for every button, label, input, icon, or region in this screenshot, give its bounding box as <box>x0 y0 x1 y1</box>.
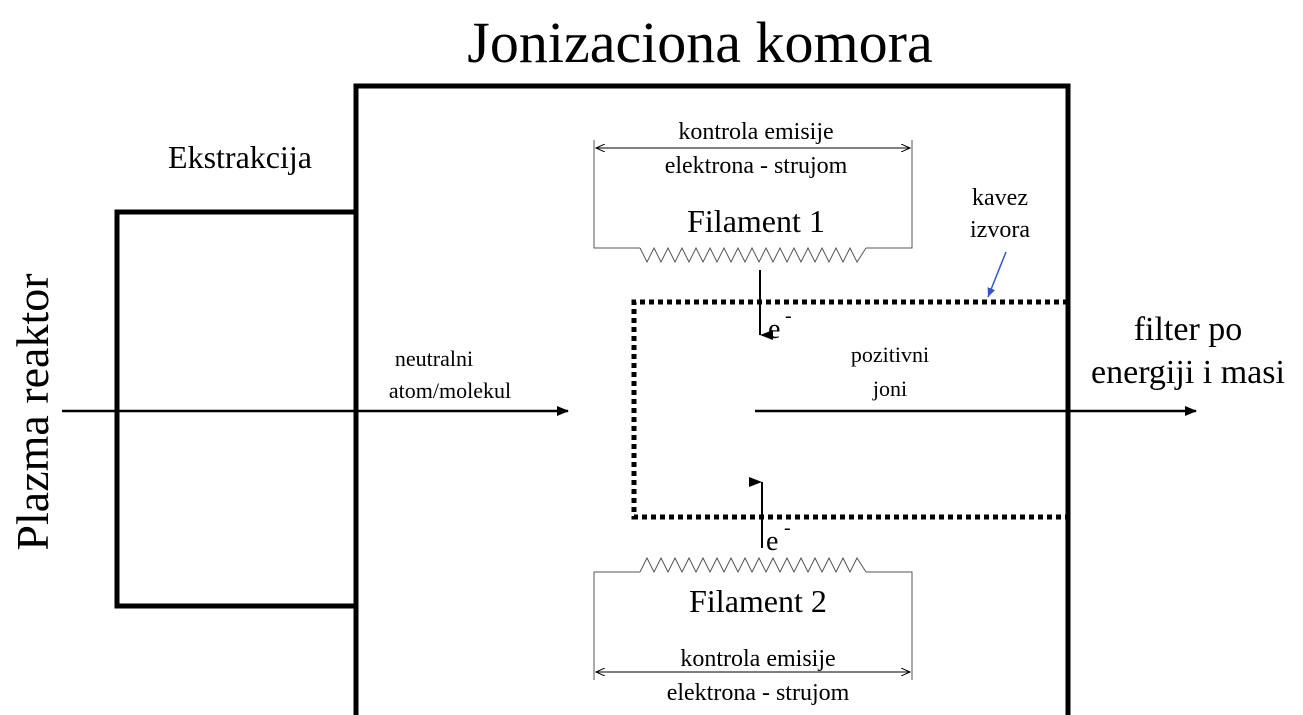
filament2-control-line1: kontrola emisije <box>680 646 835 672</box>
filament1-control-line2: elektrona - strujom <box>665 153 848 179</box>
ions-label-line2: joni <box>872 376 907 401</box>
filament1-coil <box>639 246 867 264</box>
electron-symbol-bottom: e <box>766 526 778 557</box>
plasma-reactor-label: Plazma reaktor <box>7 273 58 550</box>
output-label-line1: filter po <box>1134 311 1243 348</box>
filament2-control-line2: elektrona - strujom <box>667 680 850 706</box>
filament1-control-line1: kontrola emisije <box>678 119 833 145</box>
ions-label-line1: pozitivni <box>851 342 929 367</box>
source-cage <box>631 299 1068 520</box>
diagram-title: Jonizaciona komora <box>467 10 932 75</box>
electron-sign-top: - <box>785 305 792 327</box>
filament1-bracket <box>593 140 913 249</box>
chamber-box <box>353 83 1071 715</box>
extraction-label: Ekstrakcija <box>168 139 312 175</box>
cage-pointer-arrow <box>987 251 1007 298</box>
filament1-label: Filament 1 <box>687 203 825 239</box>
neutral-label-line2: atom/molekul <box>389 378 511 403</box>
electron-sign-bottom: - <box>784 517 791 539</box>
filament2-bracket <box>593 571 913 680</box>
cage-label-line1: kavez <box>972 185 1028 211</box>
electron-symbol-top: e <box>768 314 780 345</box>
filament2-coil <box>639 556 867 574</box>
output-label-line2: energiji i masi <box>1091 354 1285 391</box>
neutral-label-line1: neutralni <box>395 346 473 371</box>
extraction-box <box>114 209 356 609</box>
cage-label-line2: izvora <box>970 217 1030 243</box>
filament2-label: Filament 2 <box>689 583 827 619</box>
